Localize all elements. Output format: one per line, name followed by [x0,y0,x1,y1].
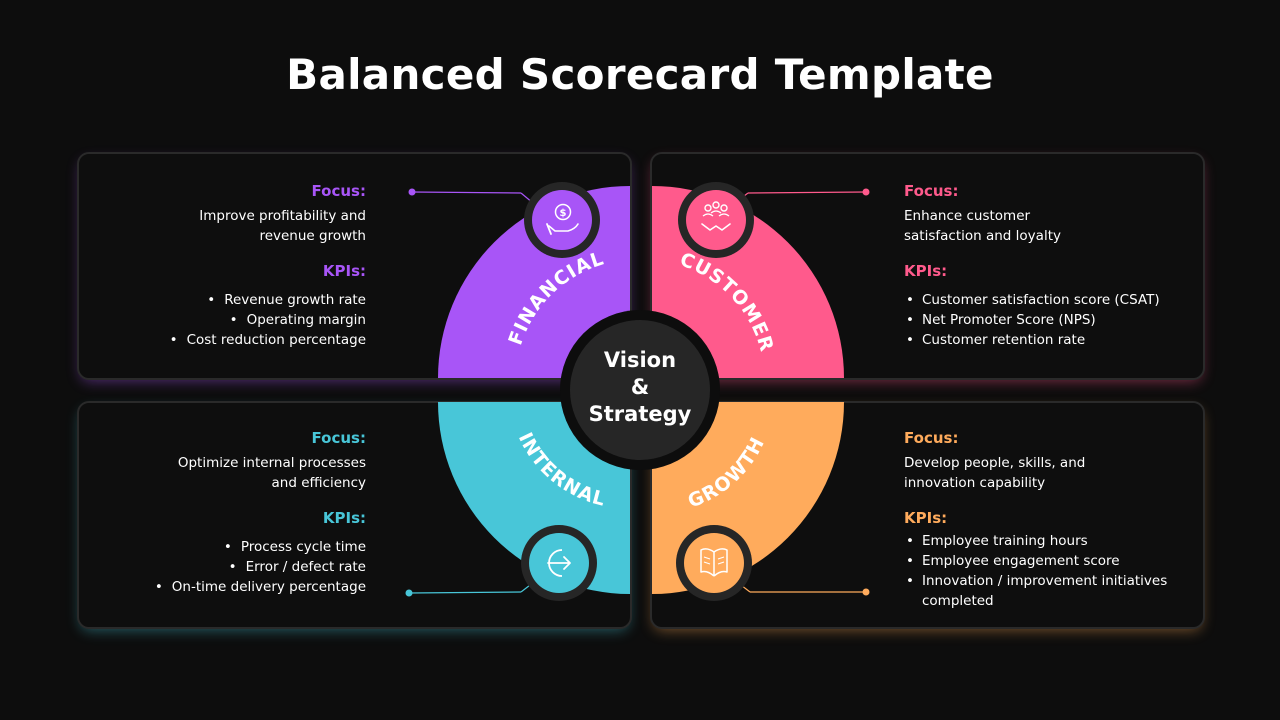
growth-kpis-header: KPIs: [904,509,948,527]
financial-focus-line: revenue growth [259,228,366,244]
financial-focus-line: Improve profitability and [199,208,366,224]
internal-connector [405,581,535,597]
center-line2: & [631,375,649,399]
process-arrow-icon [521,525,597,601]
customer-focus-line: satisfaction and loyalty [904,228,1061,244]
center-line1: Vision [604,348,676,372]
customer-focus-line: Enhance customer [904,208,1031,224]
kpi-item: Cost reduction percentage [170,330,366,350]
kpi-item: Operating margin [170,310,366,330]
financial-connector [408,188,534,204]
kpi-item: Employee training hours [904,531,1167,551]
internal-text: Focus: Optimize internal processes and e… [155,428,366,597]
internal-kpi-list: Process cycle time Error / defect rate O… [155,537,366,597]
kpi-item: Process cycle time [155,537,366,557]
kpi-item: Customer retention rate [904,330,1160,350]
handshake-people-icon [678,182,754,258]
growth-connector [736,581,870,596]
center-circle [570,320,710,460]
internal-kpis-header: KPIs: [322,509,366,527]
kpi-item: Revenue growth rate [170,290,366,310]
money-hand-icon: $ [524,182,600,258]
internal-focus-line: Optimize internal processes [177,455,366,471]
kpi-item: Employee engagement score [904,551,1167,571]
kpi-item: Error / defect rate [155,557,366,577]
kpi-item-continuation: completed [922,593,994,609]
center-line3: Strategy [589,402,692,426]
book-learning-icon [676,525,752,601]
growth-focus-line: innovation capability [904,475,1046,491]
growth-kpi-list: Employee training hours Employee engagem… [904,531,1167,611]
growth-focus-line: Develop people, skills, and [904,455,1086,471]
financial-kpis-header: KPIs: [322,262,366,280]
internal-focus-line: and efficiency [271,475,367,491]
kpi-item: On-time delivery percentage [155,577,366,597]
page-title: Balanced Scorecard Template [286,50,994,99]
financial-focus-header: Focus: [311,182,366,200]
customer-text: Focus: Enhance customer satisfaction and… [904,181,1160,350]
customer-connector [734,188,870,204]
svg-text:$: $ [560,208,567,219]
kpi-item: Customer satisfaction score (CSAT) [904,290,1160,310]
customer-kpis-header: KPIs: [904,262,948,280]
kpi-item: Net Promoter Score (NPS) [904,310,1160,330]
customer-focus-header: Focus: [904,182,959,200]
customer-kpi-list: Customer satisfaction score (CSAT) Net P… [904,290,1160,350]
internal-focus-header: Focus: [311,429,366,447]
financial-text: Focus: Improve profitability and revenue… [170,181,366,350]
financial-kpi-list: Revenue growth rate Operating margin Cos… [170,290,366,350]
kpi-item: Innovation / improvement initiatives [904,571,1167,591]
growth-focus-header: Focus: [904,429,959,447]
growth-text: Focus: Develop people, skills, and innov… [904,428,1167,611]
